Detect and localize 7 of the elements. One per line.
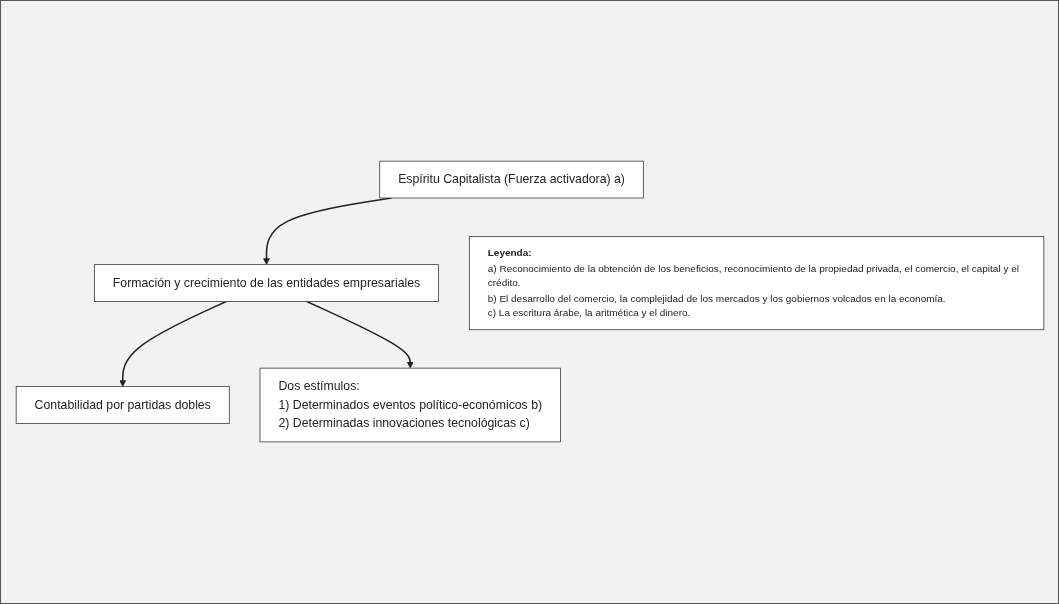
node-box: Contabilidad por partidas dobles [15,386,230,425]
node-box: Espíritu Capitalista (Fuerza activadora) a) [378,161,644,199]
node-box: Dos estímulos: 1) Determinados eventos político-económicos b) 2) Determinadas innovaciones tecnológicas c) [259,368,561,443]
arrow [118,301,227,388]
node-box: Leyenda: a) Reconocimiento de la obtención de los beneficios, reconocimiento de la propiedad privada, el comercio, el capital y el crédito. b) El desarrollo del comercio, la complejidad de los mercados y los gobiernos volcados en la economía. c) La escritura árabe, la aritmética y el dinero. [468,236,1044,331]
arrow [305,301,414,369]
node-box: Formación y crecimiento de las entidades empresariales [93,264,439,303]
